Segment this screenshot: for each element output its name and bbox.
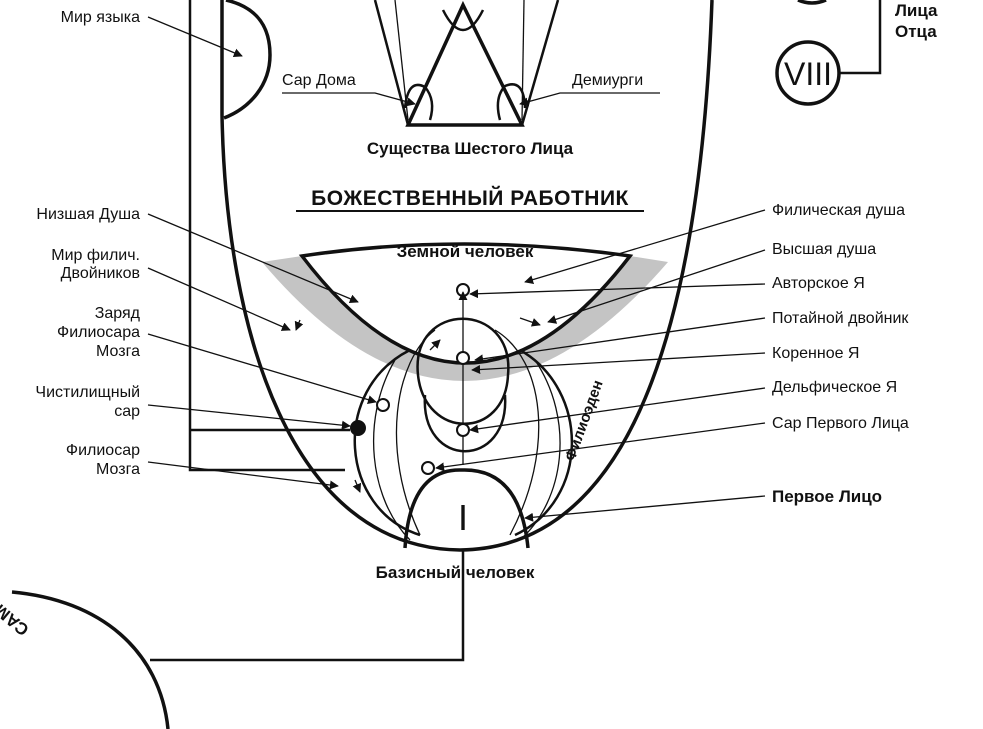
zemnoy-bowl: [298, 242, 634, 365]
node-zaryad: [376, 398, 390, 412]
label-korennoe-ya: Коренное Я: [772, 345, 859, 362]
interior-arrow-1: [294, 319, 304, 331]
top-circle-partial: [797, 0, 827, 5]
inner-lower-oval: [423, 394, 507, 453]
pointer-vysshaya-dusha: [547, 249, 766, 324]
inner-small-oval: [416, 317, 510, 425]
sar-doma-bulb: [403, 83, 434, 121]
node-filiosar: [421, 461, 435, 475]
gray-band: [262, 256, 668, 381]
pointer-korennoe-ya: [471, 352, 766, 375]
label-sushchestva: Существа Шестого Лица: [367, 139, 574, 158]
pointer-potainoy-dvoinik: [474, 317, 766, 364]
triangle-left-ray: [373, 0, 410, 126]
inner-arcs-right: [494, 329, 540, 536]
viii-connector: [839, 0, 882, 75]
interior-arrow-4: [519, 317, 541, 327]
interior-arrow-3: [429, 339, 441, 351]
label-sar-doma: Сар Дома: [282, 72, 356, 89]
label-vysshaya-dusha: Высшая душа: [772, 241, 876, 258]
filioeden-outer-right: [519, 359, 561, 541]
label-sar-pervogo-litsa: Сар Первого Лица: [772, 415, 909, 432]
inner-arcs-left: [395, 329, 436, 536]
label-pervoe-litso: Первое Лицо: [772, 487, 882, 506]
pointer-demiurgi: [519, 92, 660, 107]
pointer-sar-doma: [282, 92, 416, 107]
base-connector: [150, 550, 465, 662]
filioeden-outer-left: [372, 359, 411, 541]
pointer-filiosar: [147, 461, 339, 490]
pointer-mir-yazyka: [147, 16, 243, 58]
node-delficheskoe: [456, 423, 470, 437]
first-face-dome: [403, 468, 530, 549]
label-zaryad-2: Филиосара: [57, 324, 140, 341]
pointer-filicheskaya-dusha: [524, 209, 766, 284]
samyslitel-circle: [11, 590, 170, 729]
label-zaryad-3: Мозга: [96, 343, 140, 360]
label-filiosar-2: Мозга: [96, 461, 140, 478]
circle-viii-label: VIII: [784, 56, 832, 92]
label-mir-yazyka: Мир языка: [61, 9, 140, 26]
node-korennoe: [456, 351, 470, 365]
label-filioeden: Филиоэден: [562, 378, 607, 463]
pointer-chistilishchny: [147, 404, 351, 430]
label-chistilishchny-1: Чистилищный: [35, 384, 140, 401]
demiurgi-bulb: [496, 83, 527, 121]
label-mir-filich-2: Двойников: [61, 265, 140, 282]
pointer-pervoe-litso: [524, 495, 766, 522]
node-chistilishchny: [350, 420, 366, 436]
label-nizshaya-dusha: Низшая Душа: [36, 206, 140, 223]
label-filiosar-1: Филиосар: [66, 442, 140, 459]
label-zaryad-1: Заряд: [95, 305, 141, 322]
triangle-top-bulb: [441, 9, 485, 32]
label-demiurgi: Демиурги: [572, 72, 643, 89]
pointer-mir-filich: [147, 267, 291, 331]
label-ottsa: Отца: [895, 22, 937, 41]
label-bazisny-chelovek: Базисный человек: [376, 563, 535, 582]
mir-yazyka-shape: [223, 0, 272, 120]
label-mir-filich-1: Мир филич.: [51, 247, 140, 264]
label-potainoy-dvoinik: Потайной двойник: [772, 310, 909, 327]
label-chistilishchny-2: сар: [114, 403, 140, 420]
pointer-nizshaya-dusha: [147, 213, 359, 304]
label-delficheskoe-ya: Дельфическое Я: [772, 379, 897, 396]
sixth-face-triangle: [405, 0, 525, 127]
interior-arrow-2: [352, 479, 362, 493]
label-zemnoy-chelovek: Земной человек: [397, 242, 534, 261]
pointer-sar-pervogo-litsa: [435, 422, 766, 472]
samyslitel-label: САМЫСЛИТЕЛЬ: [0, 537, 33, 639]
filioeden-oval: [353, 348, 574, 537]
pointer-avtorskoe-ya: [469, 283, 766, 299]
label-avtorskoe-ya: Авторское Я: [772, 275, 865, 292]
label-filicheskaya-dusha: Филическая душа: [772, 202, 905, 219]
pointer-delficheskoe-ya: [469, 387, 766, 434]
left-bracket: [188, 0, 345, 472]
triangle-right-ray: [520, 0, 560, 126]
outer-egg-shape: [220, 0, 714, 552]
label-bozh-rabotnik: БОЖЕСТВЕННЫЙ РАБОТНИК: [311, 186, 629, 210]
label-litsa: Лица: [895, 1, 938, 20]
pointer-zaryad: [147, 333, 377, 404]
first-face-numeral: I: [458, 497, 468, 538]
